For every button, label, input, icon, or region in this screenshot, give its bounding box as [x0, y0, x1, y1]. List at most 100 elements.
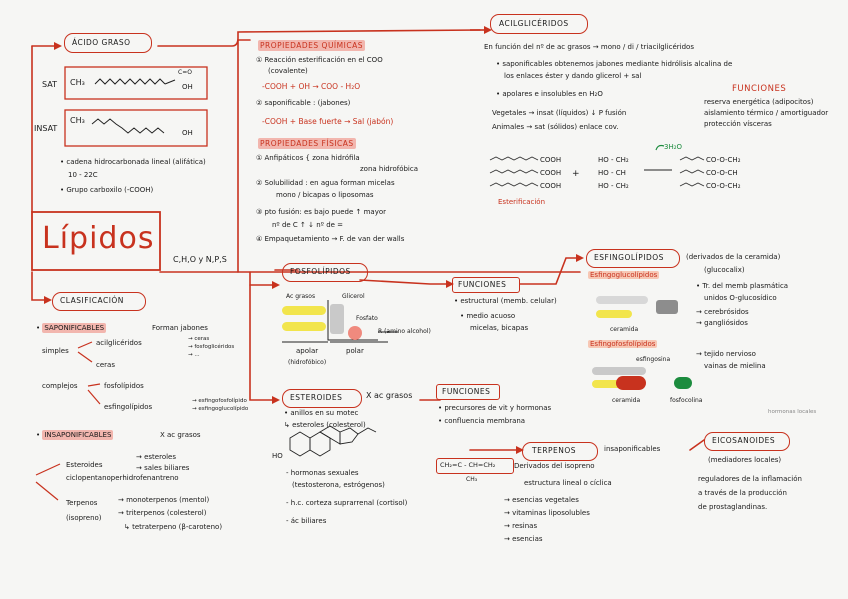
esfingofosfolipidos-label: Esfingofosfolípidos — [588, 340, 658, 348]
isopreno-note: (isopreno) — [66, 514, 102, 522]
sat-ch3: CH₃ — [70, 78, 85, 87]
pq-item-2: (covalente) — [268, 67, 308, 75]
fosfo-polar: polar — [346, 347, 364, 355]
complejos-label: complejos — [42, 382, 78, 390]
ag-note-2: 10 - 22C — [68, 171, 98, 179]
fosfo-label-r: R (amino alcohol) — [378, 328, 431, 335]
ceramida-label-2: ceramida — [612, 397, 641, 404]
steroid-ho: HO — [272, 452, 283, 460]
gluco-note-1: (glucocalix) — [704, 266, 745, 274]
ciclopentano: ciclopentanoperhidrofenantreno — [66, 474, 179, 482]
simples-label: simples — [42, 347, 69, 355]
terpenos-item: Terpenos — [66, 499, 98, 507]
esteroides-line-1: • anillos en su motec — [284, 409, 359, 417]
reaction-ho-2: HO - CH — [598, 169, 626, 177]
fosfo-apolar: apolar — [296, 347, 319, 355]
pq-item-5: -COOH + Base fuerte → Sal (jabón) — [262, 117, 394, 126]
terpenos-header: TERPENOS — [532, 446, 577, 455]
acilgliceridos-header: ACILGLICÉRIDOS — [499, 19, 569, 28]
esteroides-funciones-box — [436, 384, 500, 400]
fosfo-note-2: vainas de mielina — [704, 362, 766, 370]
acil-funcion-2: aislamiento térmico / amortiguador — [704, 109, 829, 117]
fosfo-label-fosfato: Fosfato — [356, 315, 378, 322]
acilgliceridos-bubble — [490, 14, 588, 34]
sat-co: C=O — [178, 69, 192, 76]
esfingolipidos-bubble — [586, 249, 680, 268]
esteroides-line-2: ↳ esteroles (colesterol) — [284, 421, 366, 429]
esfingosina-label: esfingosina — [636, 356, 671, 363]
terpenos-note: insaponificables — [604, 445, 661, 453]
acil-funcion-3: protección vísceras — [704, 120, 772, 128]
clasificacion-bubble — [52, 292, 146, 311]
sub-acil-2: → fosfoglicéridos — [188, 344, 235, 350]
fosfolipidos-header: FOSFOLÍPIDOS — [290, 267, 351, 276]
reaction-ho-1: HO - CH₂ — [598, 156, 629, 164]
esterificacion-label: Esterificación — [498, 198, 546, 206]
gluco-note-2: • Tr. del memb plasmática — [696, 282, 789, 290]
saponificables-note: Forman jabones — [152, 324, 208, 332]
reaction-plus: + — [572, 169, 580, 179]
pf-item-1: ① Anfipáticos { zona hidrófila — [256, 154, 360, 162]
esf-fosfo-bar-2 — [592, 380, 632, 388]
reaction-cooh-3: COOH — [540, 182, 562, 190]
acil-bullet-1: • saponificables obtenemos jabones media… — [496, 60, 733, 68]
fosfo-phosphate — [348, 326, 362, 340]
esfingolipidos-item: esfingolípidos — [104, 403, 153, 411]
esf-fosfo-bar-1 — [592, 367, 646, 375]
terpenos-estructura: estructura lineal o cíclica — [524, 479, 612, 487]
fosfo-note-1: → tejido nervioso — [696, 350, 756, 358]
acil-funciones-header: FUNCIONES — [732, 84, 787, 94]
terpenos-sub-1: → monoterpenos (mentol) — [118, 496, 210, 504]
insat-ch3: CH₃ — [70, 116, 85, 125]
reaction-cooh-1: COOH — [540, 156, 562, 164]
ag-note-3: • Grupo carboxilo (-COOH) — [60, 186, 154, 194]
esteroides-header: ESTEROIDES — [290, 393, 343, 402]
pq-item-3: -COOH + OH → COO - H₂O — [262, 82, 361, 91]
ceras-item: ceras — [96, 361, 115, 369]
terpenos-item-2: → vitaminas liposolubles — [504, 509, 590, 517]
esteroides-der-1: - hormonas sexuales — [286, 469, 359, 477]
esteroides-der-3: - h.c. corteza suprarrenal (cortisol) — [286, 499, 408, 507]
esfingoglucolipidos-label: Esfingoglucolípidos — [588, 271, 660, 279]
insat-label: INSAT — [34, 124, 58, 133]
terpenos-sub-2: → triterpenos (colesterol) — [118, 509, 207, 517]
terpenos-item-4: → esencias — [504, 535, 543, 543]
pf-item-5: ③ pto fusión: es bajo puede ↑ mayor — [256, 208, 387, 216]
fosfo-tail-1 — [282, 306, 326, 315]
esf-gluco-sugar — [656, 300, 678, 314]
eicosanoides-note: (mediadores locales) — [708, 456, 782, 464]
fosfolipidos-bubble — [282, 263, 368, 282]
acil-vegetales: Vegetales → insat (líquidos) ↓ P fusión — [492, 109, 627, 117]
pf-item-7: ④ Empaquetamiento → F. de van der walls — [256, 235, 405, 243]
acido-graso-bubble — [64, 33, 152, 53]
terpenos-sub-3: ↳ tetraterpeno (β-caroteno) — [124, 523, 223, 531]
hormonas-locales-note: hormonas locales — [768, 409, 817, 415]
esfingolipidos-header: ESFINGOLÍPIDOS — [594, 253, 664, 262]
fosfo-funcion-2: • medio acuoso — [460, 312, 516, 320]
terpenos-derivado: Derivados del isopreno — [514, 462, 595, 470]
sat-oh: OH — [182, 83, 193, 91]
fosfo-glicerol-block — [330, 304, 344, 334]
fosfo-funciones-header: FUNCIONES — [458, 280, 507, 289]
saponificables-label: SAPONIFICABLES — [42, 323, 107, 333]
terpenos-item-3: → resinas — [504, 522, 538, 530]
insat-oh: OH — [182, 129, 193, 137]
ceramida-label-1: ceramida — [610, 326, 639, 333]
eicosanoides-header: EICOSANOIDES — [712, 436, 776, 445]
sub-esfingo-1: → esfingofosfolípido — [192, 398, 247, 404]
terpenos-item-1: → esencias vegetales — [504, 496, 579, 504]
esteroides-bubble — [282, 389, 362, 408]
isopreno-formula: CH₂=C - CH=CH₂ — [440, 461, 496, 469]
composition-label: C,H,O y N,P,S — [173, 255, 227, 264]
esteroides-note: X ac grasos — [366, 391, 413, 400]
sub-acil-1: → ceras — [188, 336, 210, 342]
fosfo-label-acgrasos: Ac grasos — [286, 293, 316, 300]
esf-fosfo-green — [674, 377, 692, 389]
isopreno-formula-box — [436, 458, 514, 474]
esf-gluco-bar-1 — [596, 296, 648, 304]
reaction-ester-1: CO-O-CH₂ — [706, 156, 741, 164]
sub-acil-3: → ... — [188, 352, 200, 358]
reaction-ester-2: CO-O-CH — [706, 169, 738, 177]
sat-label: SAT — [42, 80, 57, 89]
